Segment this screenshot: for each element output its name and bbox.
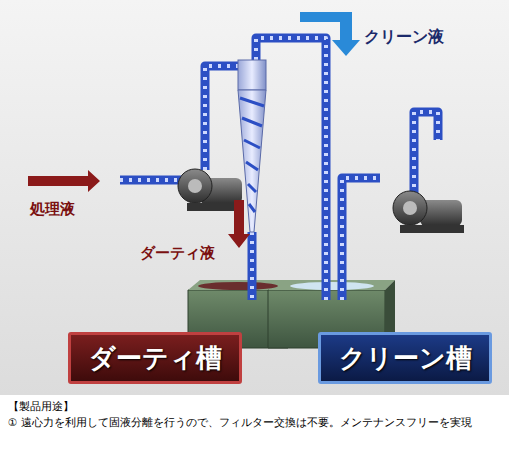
pipes: [120, 38, 438, 300]
tank-label-box: ダーティ槽: [68, 332, 242, 384]
flow-label: クリーン液: [364, 27, 444, 48]
tank-label-box: クリーン槽: [318, 332, 492, 384]
pumps: [178, 169, 464, 233]
flow-label: 処理液: [30, 200, 75, 219]
flow-label: ① 遠心力を利用して固液分離を行うので、フィルター交換は不要。メンテナンスフリー…: [8, 416, 472, 430]
flow-label: 【製品用途】: [8, 400, 74, 414]
tank-label: ダーティ槽: [89, 341, 222, 376]
render-ground: [0, 0, 509, 395]
flow-arrows: [28, 12, 360, 248]
flow-label: ダーティ液: [140, 244, 215, 263]
tank-label: クリーン槽: [339, 341, 472, 376]
